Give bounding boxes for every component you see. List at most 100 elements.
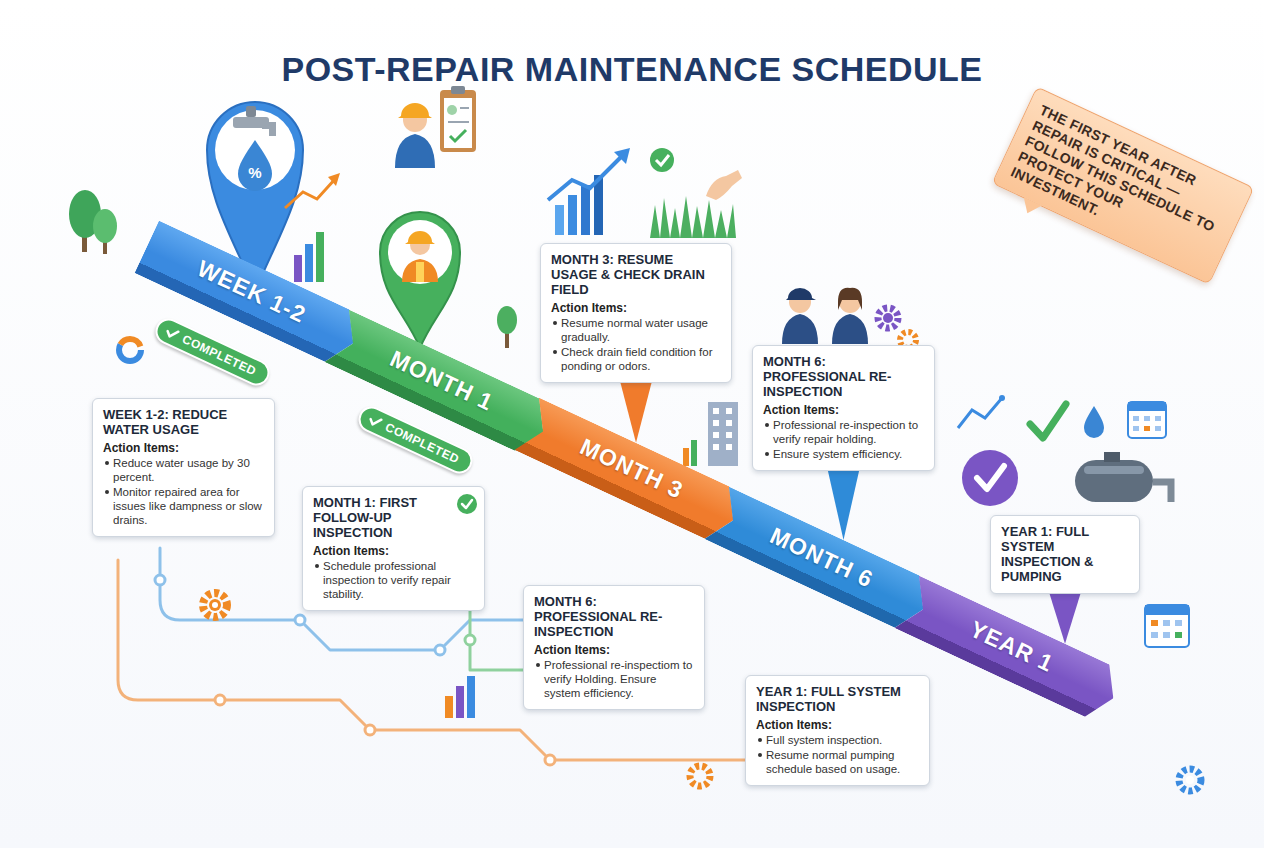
inspector-pair [782,288,868,344]
trees [69,190,517,348]
card-heading: MONTH 1: FIRST FOLLOW-UP INSPECTION [313,495,454,540]
label-text: % [240,164,270,181]
action-card: MONTH 3: RESUME USAGE & CHECK DRAIN FIEL… [540,243,732,383]
progress-chart [548,148,630,235]
worker-pin [380,212,460,348]
result-icons-part [1030,404,1066,438]
result-icons-part [1128,402,1166,411]
small-chart-part [456,686,464,718]
result-icons-part [1155,416,1161,421]
faucet-pin-part [246,106,256,117]
action-heading: Action Items: [551,301,721,315]
action-heading: Action Items: [103,441,264,455]
action-item: Full system inspection. [756,733,919,747]
gears-part [878,308,898,328]
growth-chart [285,173,340,282]
result-icons-part [1144,426,1150,431]
growth-chart-part [285,178,336,208]
building-icon-part [691,440,697,466]
lawn-check [650,148,742,238]
septic-tank-part [1084,466,1144,474]
faucet-pin-part [215,110,295,190]
route-stops-part [215,695,225,705]
action-card: MONTH 6: PROFESSIONAL RE-INSPECTIONActio… [523,585,705,710]
route-stops-part [545,755,555,765]
segment-label: MONTH 6 [763,522,878,600]
worker-pin-part [388,220,452,284]
result-icons [958,395,1166,506]
badge-text: COMPLETED [180,332,258,378]
lawn-check-part [650,148,674,172]
card-heading: MONTH 6: PROFESSIONAL RE-INSPECTION [763,354,924,399]
note-callout: THE FIRST YEAR AFTER REPAIR IS CRITICAL … [992,86,1255,284]
worker-pin-part [380,212,460,348]
action-card: WEEK 1-2: REDUCE WATER USAGEAction Items… [92,398,275,537]
growth-chart-part [305,244,313,282]
inspector-pair-part [782,314,818,344]
segment-label: YEAR 1 [962,615,1058,684]
inspector-figure-part [450,130,466,141]
result-icons-part [962,450,1018,506]
building-icon-part [726,432,732,438]
gears-part [1179,769,1201,791]
done-check-circle [457,494,477,514]
progress-chart-part [568,195,577,235]
action-item: Reduce water usage by 30 percent. [103,456,264,484]
timeline-segment: MONTH 6 [704,487,935,636]
title-block: POST-REPAIR MAINTENANCE SCHEDULE [0,50,1264,89]
progress-chart-part [555,205,564,235]
segment-label: MONTH 1 [383,345,498,423]
action-item: Resume normal water usage gradually. [551,316,721,344]
route-lines [118,548,746,760]
pointer-tail [828,469,860,540]
result-icons-part [1084,406,1104,438]
diagram-title: POST-REPAIR MAINTENANCE SCHEDULE [0,50,1264,89]
calendar-icon-part [1163,632,1170,638]
calendar-icon-part [1175,632,1182,638]
donut-icon-part [119,339,141,361]
action-heading: Action Items: [756,718,919,732]
action-heading: Action Items: [763,403,924,417]
building-icon-part [708,402,738,466]
inspector-figure-part [395,134,435,168]
action-item: Check drain field condition for ponding … [551,345,721,373]
progress-chart-part [614,148,630,164]
building-icon-part [713,432,719,438]
route-stops-part [155,575,165,585]
inspector-pair-part [838,288,862,310]
small-chart-part [467,676,475,718]
donut-icon [119,339,141,361]
check-icon [365,412,384,431]
route-stops-part [365,725,375,735]
result-icons-part [1144,416,1150,421]
building-icon-part [726,444,732,450]
result-icons-part [1128,402,1166,438]
card-heading: MONTH 6: PROFESSIONAL RE-INSPECTION [534,594,694,639]
action-item: Professional re-inspectiom to verify Hol… [534,658,694,700]
inspector-figure-part [460,107,469,109]
action-item: Ensure system efficiency. [763,447,924,461]
route-stops-part [435,645,445,655]
action-item: Monitor repaired area for issues like da… [103,485,264,527]
card-heading: YEAR 1: FULL SYSTEM INSPECTION & PUMPING [1001,524,1129,584]
route-stops-part [295,615,305,625]
building-icon-part [713,408,719,414]
worker-pin-part [405,231,435,244]
action-item: Professional re-inspection to verify rep… [763,418,924,446]
trees-part [497,306,517,334]
trees-part [93,209,117,243]
result-icons-part [999,395,1005,401]
action-card: YEAR 1: FULL SYSTEM INSPECTIONAction Ite… [745,675,930,786]
faucet-pin-part [262,122,276,136]
building-icon-part [726,408,732,414]
lawn-check-part [650,196,736,238]
calendar-icon-part [1151,632,1158,638]
segment-label: WEEK 1-2 [190,254,311,335]
trees-part [505,332,509,348]
segment-label: MONTH 3 [573,433,688,511]
faucet-pin-part [238,140,272,191]
inspector-figure-part [398,103,432,118]
septic-tank [1075,452,1171,502]
calendar-icon-part [1145,605,1189,615]
